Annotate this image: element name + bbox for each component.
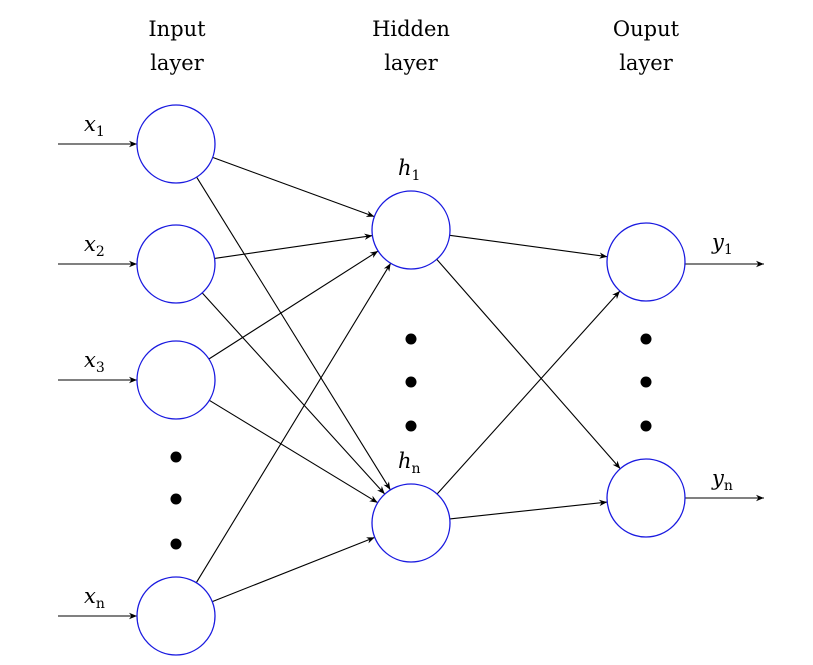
hidden-layer-title-line2: layer — [384, 51, 439, 75]
connection-edges — [195, 156, 621, 603]
edge-hn-y1 — [436, 290, 621, 495]
hidden-neuron-h1 — [371, 190, 451, 270]
input-neuron-xn — [136, 576, 216, 656]
label-x1: x1 — [84, 112, 105, 140]
edge-hn-yn — [449, 499, 608, 520]
edge-x3-hn — [209, 399, 378, 504]
label-x2: x2 — [84, 232, 105, 260]
input-neuron-x1 — [136, 104, 216, 184]
node-labels: x1 x2 x3 xn h1 hn y1 yn — [84, 112, 733, 612]
label-yn: yn — [711, 466, 733, 494]
label-x3: x3 — [84, 348, 105, 376]
edge-h1-y1 — [449, 234, 608, 259]
input-layer-title-line2: layer — [150, 51, 205, 75]
input-ellipsis-dot — [170, 451, 182, 463]
ellipsis-dots — [170, 333, 652, 550]
label-xn: xn — [84, 584, 105, 612]
output-ellipsis-dot — [640, 333, 652, 345]
hidden-neuron-hn — [371, 483, 451, 563]
output-layer-title-line1: Ouput — [613, 17, 680, 41]
edge-xn-hn — [212, 536, 375, 603]
hidden-ellipsis-dot — [405, 420, 417, 432]
input-ellipsis-dot — [170, 493, 182, 505]
output-neuron-yn — [606, 458, 686, 538]
neurons — [136, 104, 686, 656]
edge-h1-yn — [436, 258, 621, 470]
output-layer-title-line2: layer — [619, 51, 674, 75]
label-y1: y1 — [711, 230, 733, 258]
label-h1: h1 — [398, 156, 420, 184]
input-neuron-x3 — [136, 340, 216, 420]
output-neuron-y1 — [606, 222, 686, 302]
edge-x2-h1 — [214, 233, 373, 259]
hidden-layer-title-line1: Hidden — [372, 17, 450, 41]
input-layer-title-line1: Input — [148, 17, 206, 41]
edge-x2-hn — [201, 292, 386, 495]
edge-x3-h1 — [208, 250, 379, 360]
edge-x1-hn — [196, 176, 391, 491]
input-neuron-x2 — [136, 224, 216, 304]
output-ellipsis-dot — [640, 420, 652, 432]
hidden-ellipsis-dot — [405, 376, 417, 388]
hidden-ellipsis-dot — [405, 333, 417, 345]
input-arrows — [58, 140, 137, 620]
output-ellipsis-dot — [640, 376, 652, 388]
edge-x1-h1 — [212, 156, 375, 218]
output-arrows — [685, 260, 764, 502]
label-hn: hn — [398, 449, 421, 477]
edge-xn-h1 — [195, 263, 392, 583]
input-ellipsis-dot — [170, 538, 182, 550]
